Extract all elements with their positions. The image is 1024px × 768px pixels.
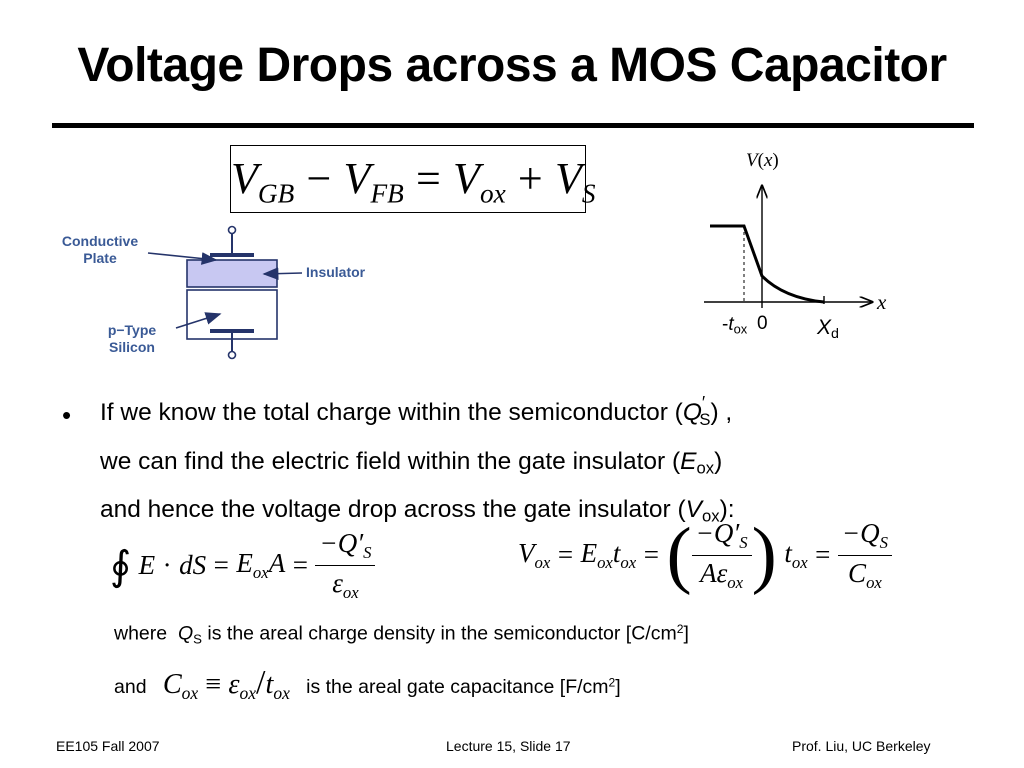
title-underline <box>52 123 974 128</box>
voltage-profile-plot <box>704 180 880 308</box>
gauss-law-equation: ∮ E · dS = EoxA = −Q′S εox <box>110 528 376 603</box>
plot-y-label: V(x) <box>746 150 779 171</box>
v-gb: VGB <box>231 154 295 209</box>
arrow-insulator <box>262 267 303 281</box>
where-line: where QS is the areal charge density in … <box>114 622 689 647</box>
plus-sign: + <box>517 154 543 203</box>
label-conductive-plate: Conductive Plate <box>61 233 139 266</box>
bullet-line-3: and hence the voltage drop across the ga… <box>100 496 735 526</box>
bullet-line-1: If we know the total charge within the s… <box>100 392 733 429</box>
footer-center: Lecture 15, Slide 17 <box>446 738 571 754</box>
bottom-terminal <box>227 350 237 360</box>
vox-equation: Vox = Eoxtox = ( −Q′S Aεox ) tox = −QS C… <box>518 512 892 598</box>
footer-left: EE105 Fall 2007 <box>56 738 160 754</box>
voltage-curve <box>710 224 825 304</box>
minus-sign: − <box>306 154 332 203</box>
arrow-conductive-plate <box>147 252 218 265</box>
bullet-line-2: we can find the electric field within th… <box>100 447 723 478</box>
equals-sign: = <box>415 154 441 203</box>
tick-xd: Xd <box>817 316 839 342</box>
arrow-ptype-silicon <box>175 312 222 329</box>
v-ox: Vox <box>453 154 506 209</box>
top-terminal <box>227 225 237 235</box>
label-ptype-silicon: p−Type Silicon <box>107 322 157 355</box>
slide-title: Voltage Drops across a MOS Capacitor <box>77 39 947 92</box>
plot-x-label: x <box>877 290 887 314</box>
bullet-marker: • <box>62 400 72 430</box>
tick-zero: 0 <box>757 313 768 334</box>
label-insulator: Insulator <box>306 264 366 280</box>
v-fb: VFB <box>343 154 404 209</box>
v-s: VS <box>554 154 596 209</box>
main-equation-box: VGB − VFB = Vox + VS <box>230 145 596 213</box>
mos-capacitor-diagram <box>147 225 303 360</box>
and-line: and Cox ≡ εox/tox is the areal gate capa… <box>114 664 621 704</box>
insulator-layer <box>186 259 278 288</box>
footer-right: Prof. Liu, UC Berkeley <box>792 738 931 754</box>
tick-tox: -tox <box>722 314 748 337</box>
bullet-text: If we know the total charge within the s… <box>100 392 980 538</box>
